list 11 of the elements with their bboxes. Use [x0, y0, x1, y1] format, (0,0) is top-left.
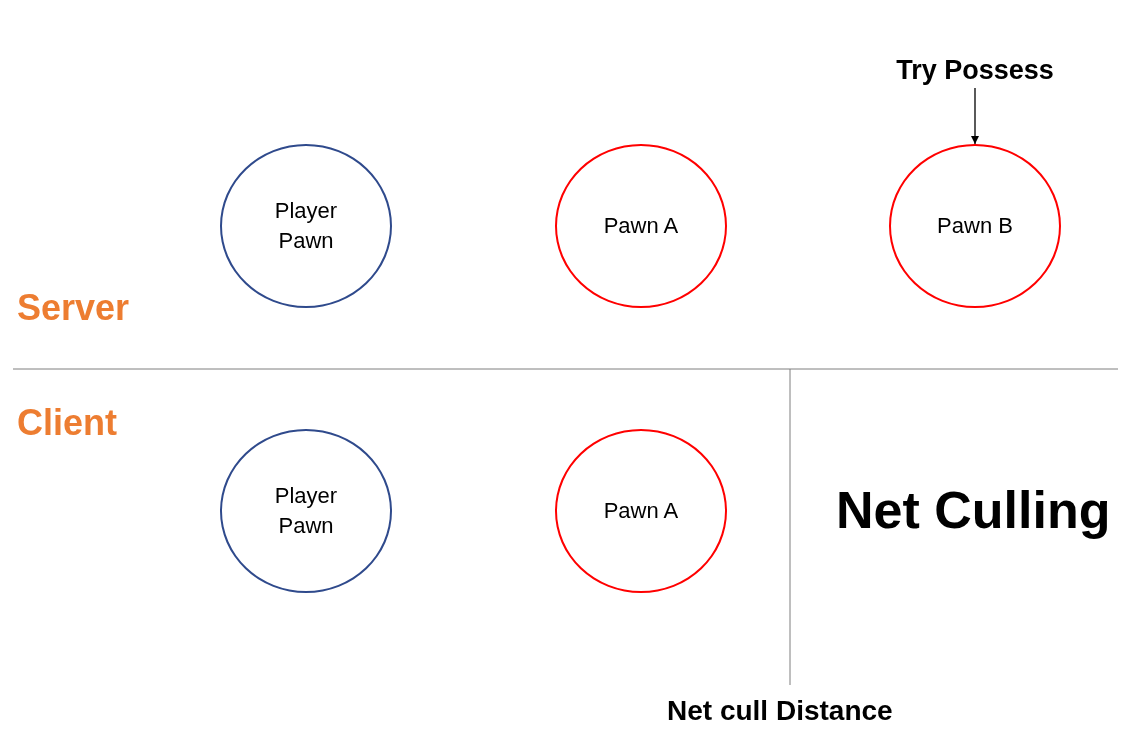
section-label: Client — [17, 402, 117, 444]
node-label: Pawn B — [937, 212, 1013, 240]
axis-caption: Net cull Distance — [667, 695, 893, 727]
heading-label: Net Culling — [836, 480, 1111, 540]
section-label: Server — [17, 287, 130, 329]
callout-text: Try Possess — [896, 54, 1054, 86]
node-label: Pawn A — [603, 212, 679, 240]
node-label: Player Pawn — [273, 197, 339, 255]
node-label: Pawn A — [603, 497, 679, 525]
arrow — [971, 87, 979, 145]
node-label: Player Pawn — [273, 482, 339, 540]
